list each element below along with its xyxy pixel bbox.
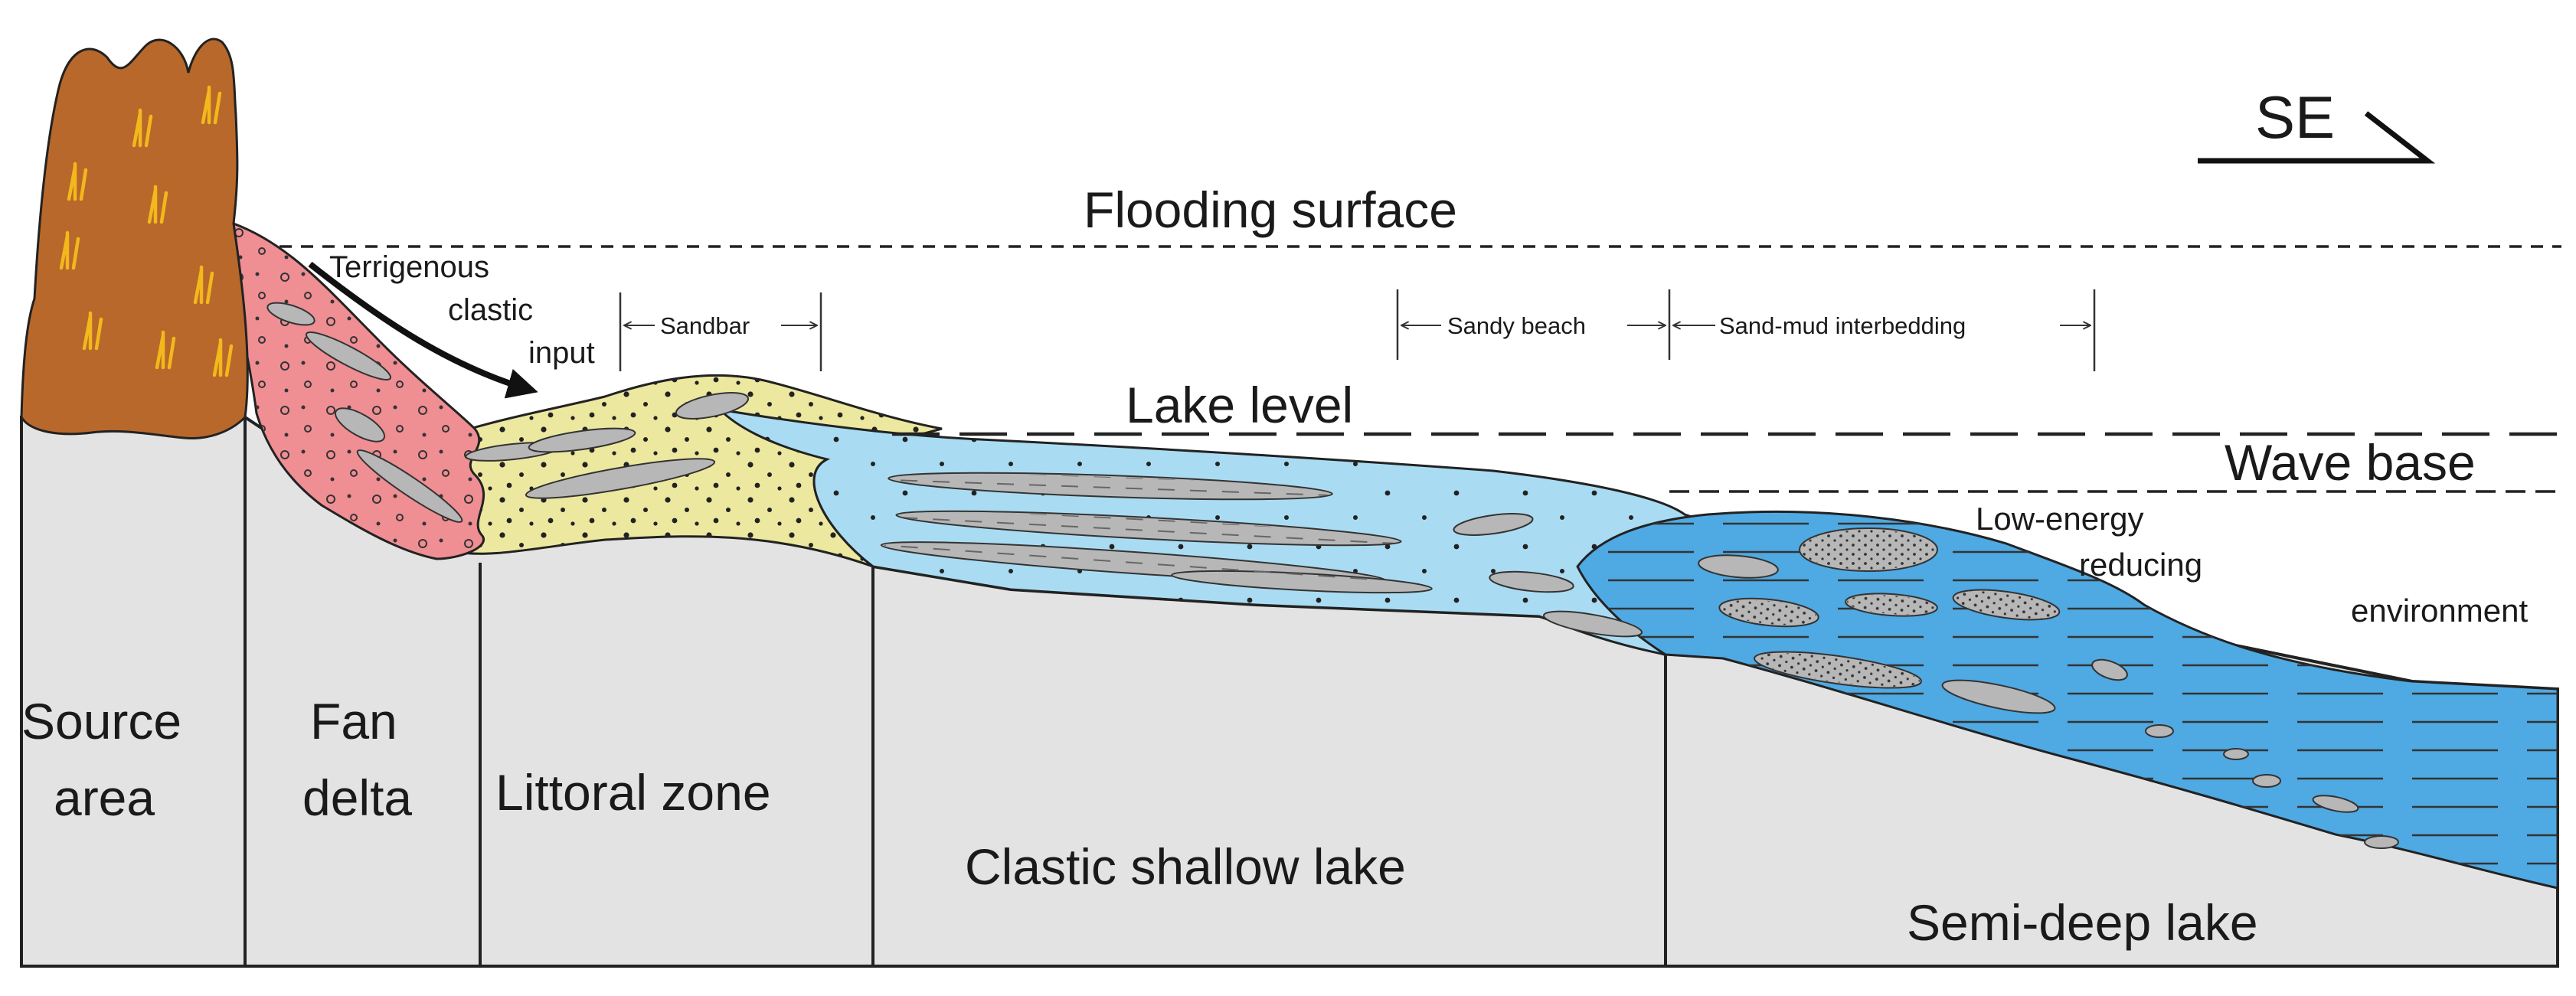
sandbar-label: Sandbar [660, 312, 750, 339]
environment-label-3: environment [2351, 593, 2528, 629]
zone-boundaries [244, 417, 1667, 966]
environment-label-1: Low-energy [1976, 501, 2143, 537]
clastic-input-arrow [308, 261, 538, 399]
plant-icon [193, 265, 214, 305]
sand-lens [335, 407, 385, 442]
plant-icon [59, 230, 80, 270]
plant-icon [82, 311, 103, 351]
sand-lens [2364, 835, 2399, 849]
sand-lens [1453, 513, 1534, 536]
direction-indicator: SE [2198, 83, 2436, 164]
wave-base-label: Wave base [2225, 434, 2476, 491]
zone-fan-delta-1: Fan [310, 693, 397, 749]
sand-lens [1698, 554, 1779, 579]
sand-lens [305, 331, 392, 380]
zone-littoral: Littoral zone [495, 764, 771, 821]
interbedding-range: Sand-mud interbedding [1673, 289, 2096, 371]
sandbar-range: Sandbar [619, 292, 822, 371]
flooding-surface-label: Flooding surface [1084, 181, 1457, 238]
plant-icon [132, 108, 153, 148]
plant-icon [201, 85, 222, 125]
plant-symbols [59, 85, 234, 377]
plant-icon [67, 162, 88, 201]
plant-icon [155, 330, 176, 370]
direction-label: SE [2255, 83, 2335, 151]
sandy-beach-label: Sandy beach [1447, 312, 1586, 339]
sand-lens [2312, 795, 2359, 813]
clastic-input-label-2: clastic [448, 293, 533, 327]
interbedding-label: Sand-mud interbedding [1719, 312, 1966, 339]
sand-lens [2091, 658, 2128, 681]
sand-lens [2145, 724, 2174, 738]
zone-source-area-1: Source [21, 693, 181, 749]
sand-lens [356, 449, 463, 523]
sand-lens [528, 427, 636, 453]
sand-lens-texture [884, 474, 2058, 687]
plant-icon [147, 185, 168, 224]
sandy-beach-range: Sandy beach [1396, 289, 1671, 360]
sand-lens [1542, 610, 1643, 638]
sand-lens [525, 458, 716, 499]
clastic-input-label-3: input [528, 336, 595, 370]
sand-lens [1941, 679, 2056, 714]
source-area-mountain [20, 38, 249, 440]
direction-arrow-icon [2198, 111, 2436, 164]
zone-semi-deep-lake: Semi-deep lake [1907, 894, 2258, 951]
zone-shallow-lake: Clastic shallow lake [965, 838, 1406, 895]
sand-lens [2223, 748, 2249, 760]
plant-icon [212, 338, 234, 377]
sand-lens [2252, 774, 2281, 788]
clastic-input-label-1: Terrigenous [329, 250, 489, 284]
sand-lens [266, 302, 315, 326]
zone-fan-delta-2: delta [302, 769, 412, 826]
sand-lens [1489, 570, 1574, 593]
lake-level-label: Lake level [1126, 377, 1353, 433]
semi-deep-lake-laminae [1577, 511, 2558, 888]
zone-source-area-2: area [54, 769, 155, 826]
sand-lens [675, 392, 750, 420]
environment-label-2: reducing [2079, 547, 2202, 583]
